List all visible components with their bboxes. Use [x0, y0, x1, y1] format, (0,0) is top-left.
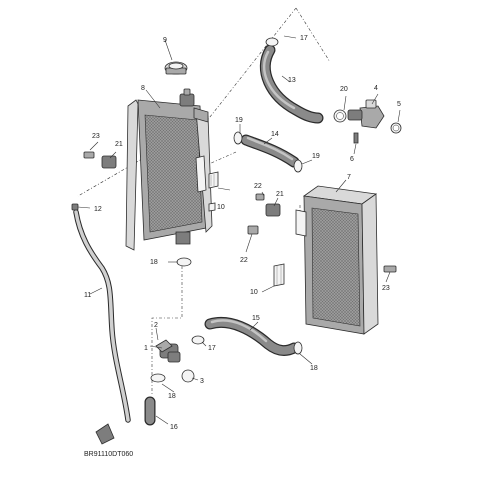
callout-14: 14 [271, 131, 279, 138]
hose-clamps [150, 37, 303, 383]
water-outlet-4 [333, 99, 402, 144]
breather-hose-11 [73, 209, 131, 423]
left-radiator [125, 88, 219, 251]
callout-11: 11 [84, 292, 91, 299]
callout-19-a: 19 [235, 117, 243, 124]
hose-14 [240, 134, 300, 168]
radiator-cap [164, 61, 188, 75]
hose-15 [204, 316, 300, 357]
callout-22-lower: 22 [240, 257, 248, 264]
grommets-and-bolts [71, 151, 397, 273]
hose-16 [144, 339, 181, 426]
callout-3: 3 [200, 378, 204, 385]
callout-9: 9 [163, 37, 167, 44]
callout-13: 13 [288, 77, 296, 84]
callout-19-b: 19 [312, 153, 320, 160]
callout-18-right: 18 [310, 365, 318, 372]
callout-4: 4 [374, 85, 378, 92]
callout-10-upper: 10 [217, 204, 225, 211]
callout-15: 15 [252, 315, 260, 322]
callout-21-right: 21 [276, 191, 284, 198]
callout-18-lower: 18 [168, 393, 176, 400]
callout-10-lower: 10 [250, 289, 258, 296]
callout-21-left: 21 [115, 141, 123, 148]
callout-23-left: 23 [92, 133, 100, 140]
diagram-code: BR91110DT060 [84, 451, 133, 458]
callout-labels: 9 8 17 13 20 4 5 6 7 19 14 19 23 21 12 1… [84, 35, 401, 458]
callout-23-right: 23 [382, 285, 390, 292]
callout-16: 16 [170, 424, 178, 431]
callout-12: 12 [94, 206, 102, 213]
callout-22-upper: 22 [254, 183, 262, 190]
callout-20: 20 [340, 86, 348, 93]
right-radiator [273, 185, 379, 335]
callout-8: 8 [141, 85, 145, 92]
callout-2: 2 [154, 322, 158, 329]
callout-1: 1 [144, 345, 148, 352]
callout-6: 6 [350, 156, 354, 163]
callout-17-lower: 17 [208, 345, 216, 352]
callout-18-left: 18 [150, 259, 158, 266]
hose-13 [259, 44, 324, 124]
callout-17-top: 17 [300, 35, 308, 42]
front-arrow-icon [95, 423, 115, 445]
leader-lines [77, 35, 401, 425]
callout-7: 7 [347, 174, 351, 181]
callout-5: 5 [397, 101, 401, 108]
